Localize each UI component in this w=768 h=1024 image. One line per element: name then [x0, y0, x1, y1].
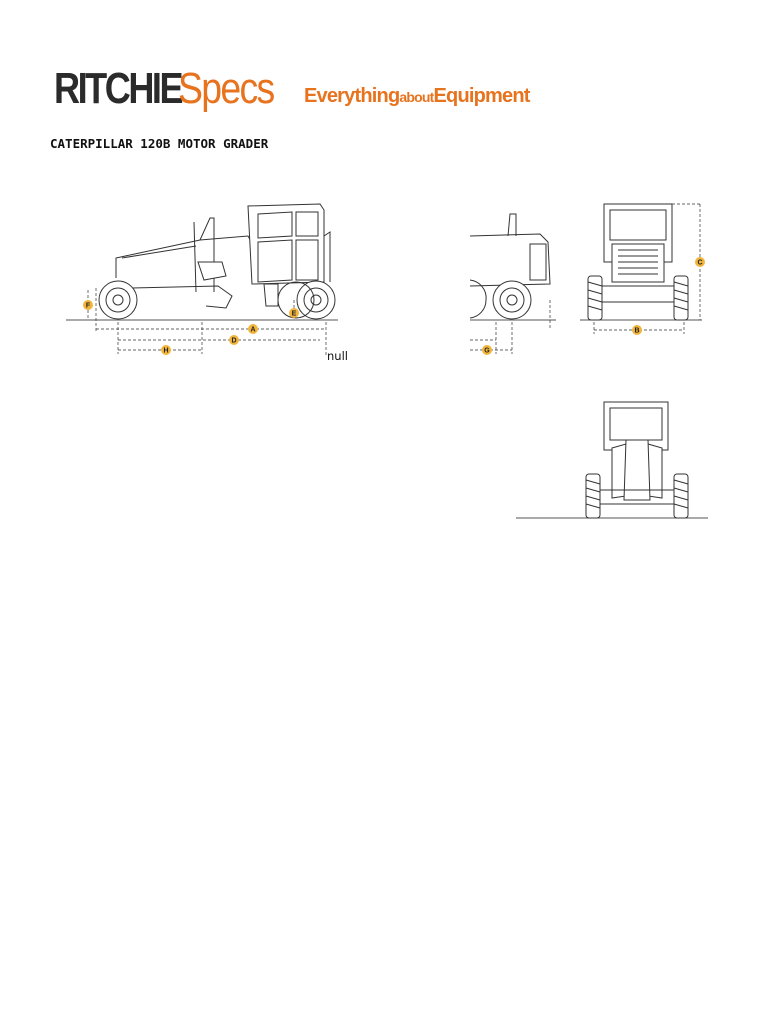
tagline-everything: Everything: [304, 85, 400, 107]
logo-specs-text: Specs: [178, 64, 275, 113]
page-title: CATERPILLAR 120B MOTOR GRADER: [50, 136, 269, 151]
side-view-drawing: [66, 203, 338, 321]
tagline-about: about: [399, 89, 434, 105]
rear-view-drawing: [516, 401, 708, 519]
side-view-dimension-badges: F A D H E: [83, 300, 299, 355]
dim-label-a: A: [250, 327, 255, 334]
dim-label-h: H: [163, 348, 168, 355]
logo-tagline: EverythingaboutEquipment: [304, 85, 530, 108]
dim-label-c: C: [697, 260, 702, 267]
dim-label-g: G: [484, 348, 490, 355]
rear-side-view-drawing: [469, 213, 556, 321]
front-view-drawing: [580, 203, 702, 321]
null-label: null: [327, 349, 348, 363]
ritchiespecs-logo: RITCHIE Specs: [54, 64, 288, 114]
dim-label-f: F: [86, 303, 91, 310]
tagline-equipment: Equipment: [433, 85, 530, 107]
dim-label-e: E: [292, 311, 297, 318]
dim-label-d: D: [231, 338, 236, 345]
dim-label-b: B: [634, 328, 639, 335]
